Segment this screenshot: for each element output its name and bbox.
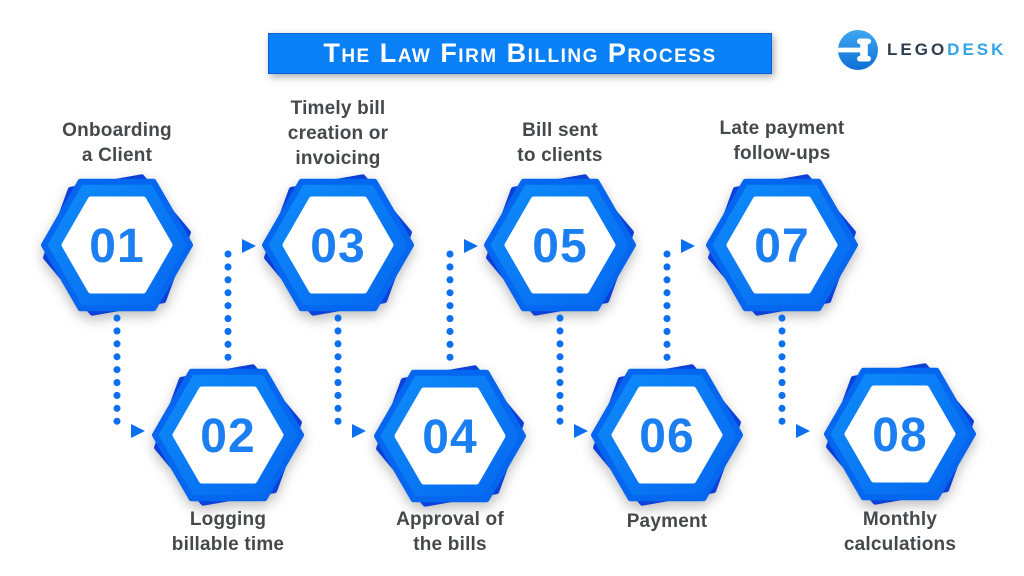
hexagon-face (844, 385, 956, 483)
arrowhead-right-icon (131, 424, 145, 438)
step-label-08: Monthly calculations (843, 509, 957, 555)
step-number-05: 05 (532, 220, 587, 273)
step-hexagon-02: 02 (152, 364, 304, 506)
title-banner: The Law Firm Billing Process (268, 33, 772, 74)
connector-03-04 (334, 314, 366, 438)
step-label-07: Late payment follow-ups (719, 118, 845, 164)
gavel-icon (838, 30, 878, 70)
arrowhead-right-icon (242, 239, 256, 253)
hexagon-face (504, 196, 616, 294)
arrowhead-right-icon (464, 239, 478, 253)
page-title: The Law Firm Billing Process (323, 38, 717, 68)
step-hexagon-08: 08 (824, 363, 976, 505)
step-hexagon-04: 04 (374, 365, 526, 507)
connector-07-08 (778, 314, 810, 438)
connector-06-07 (663, 239, 695, 366)
hexagon-face (726, 196, 838, 294)
step-number-01: 01 (89, 220, 144, 273)
step-number-02: 02 (200, 410, 255, 463)
arrowhead-right-icon (796, 424, 810, 438)
brand-name: LEGODESK (887, 40, 1006, 60)
step-hexagon-05: 05 (484, 174, 636, 316)
step-number-08: 08 (872, 409, 927, 462)
hexagon-face (282, 196, 394, 294)
step-label-02: Logging billable time (171, 509, 285, 555)
step-label-03: Timely bill creation or invoicing (287, 98, 389, 169)
brand-name-primary: LEGO (887, 40, 948, 59)
step-hexagon-03: 03 (262, 174, 414, 316)
hexagon-face (172, 386, 284, 484)
step-number-03: 03 (310, 220, 365, 273)
step-hexagon-06: 06 (591, 364, 743, 506)
hexagon-face (611, 386, 723, 484)
step-label-01: Onboarding a Client (62, 120, 172, 166)
connector-05-06 (556, 314, 588, 438)
step-label-06: Payment (626, 511, 708, 532)
hexagon-face (61, 196, 173, 294)
step-number-06: 06 (639, 410, 694, 463)
step-label-04: Approval of the bills (396, 509, 504, 555)
step-label-05: Bill sent to clients (517, 120, 603, 166)
step-hexagon-01: 01 (41, 174, 193, 316)
brand-logo: LEGODESK (838, 30, 1006, 70)
connector-02-03 (224, 239, 256, 366)
hexagon-face (394, 387, 506, 485)
arrowhead-right-icon (352, 424, 366, 438)
connector-04-05 (446, 239, 478, 366)
step-number-07: 07 (754, 220, 809, 273)
step-hexagon-07: 07 (706, 174, 858, 316)
connector-01-02 (113, 314, 145, 438)
step-number-04: 04 (422, 411, 477, 464)
arrowhead-right-icon (681, 239, 695, 253)
arrowhead-right-icon (574, 424, 588, 438)
brand-name-secondary: DESK (947, 40, 1007, 59)
